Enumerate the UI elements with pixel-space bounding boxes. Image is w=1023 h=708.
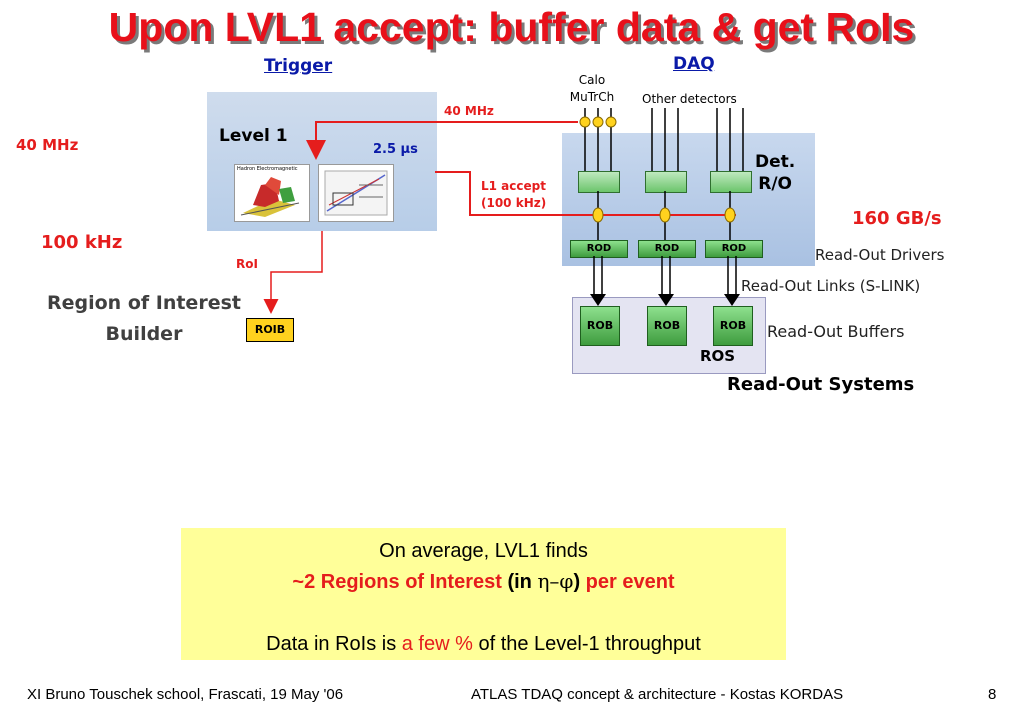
rate-100khz-label: 100 kHz bbox=[41, 232, 123, 253]
trigger-plot-picture bbox=[318, 164, 394, 222]
footer-center: ATLAS TDAQ concept & architecture - Kost… bbox=[471, 686, 844, 703]
note-in: (in bbox=[501, 571, 538, 593]
read-out-systems-label: Read-Out Systems bbox=[727, 374, 915, 395]
rob-box-1: ROB bbox=[580, 306, 620, 346]
calorimeter-picture: Hadron Electromagnetic bbox=[234, 164, 310, 222]
note-line1: On average, LVL1 finds bbox=[379, 540, 588, 562]
summary-note: On average, LVL1 finds ~2 Regions of Int… bbox=[181, 528, 786, 660]
det-ro-label: Det. R/O bbox=[755, 151, 795, 195]
trigger-header: Trigger bbox=[264, 56, 333, 76]
note-eta-phi: η–φ bbox=[537, 569, 574, 593]
level1-box: Level 1 2.5 μs Hadron Electromagnetic bbox=[207, 92, 437, 231]
ros-label: ROS bbox=[700, 347, 736, 365]
read-out-drivers-label: Read-Out Drivers bbox=[815, 246, 945, 264]
l1-accept-label-line1: L1 accept bbox=[481, 179, 546, 193]
rod-box-2: ROD bbox=[638, 240, 696, 258]
other-detectors-label: Other detectors bbox=[642, 92, 737, 106]
latency-label: 2.5 μs bbox=[373, 142, 418, 157]
page-number: 8 bbox=[988, 686, 997, 703]
link-40mhz-label: 40 MHz bbox=[444, 104, 494, 118]
rob-box-2: ROB bbox=[647, 306, 687, 346]
link-roi bbox=[263, 231, 323, 314]
frontend-box-2 bbox=[645, 171, 687, 193]
calo-mutrch-label: Calo MuTrCh bbox=[569, 72, 615, 106]
note-few-percent: a few % bbox=[401, 633, 473, 655]
calo-label: Calo bbox=[578, 73, 606, 87]
link-40mhz bbox=[306, 121, 578, 160]
note-throughput: of the Level-1 throughput bbox=[472, 633, 701, 655]
rod-box-1: ROD bbox=[570, 240, 628, 258]
roi-builder-line2: Builder bbox=[105, 323, 183, 345]
note-line3: Data in RoIs is a few % of the Level-1 t… bbox=[181, 629, 786, 659]
daq-header: DAQ bbox=[673, 54, 715, 74]
roi-label: RoI bbox=[236, 257, 258, 271]
calorimeter-picture-caption: Hadron Electromagnetic bbox=[237, 166, 298, 172]
roi-builder-line1: Region of Interest bbox=[47, 292, 241, 314]
roib-box: ROIB bbox=[246, 318, 294, 342]
det-ro-label-line2: R/O bbox=[758, 174, 792, 194]
frontend-box-1 bbox=[578, 171, 620, 193]
rob-box-3: ROB bbox=[713, 306, 753, 346]
read-out-buffers-label: Read-Out Buffers bbox=[767, 322, 905, 341]
frontend-box-3 bbox=[710, 171, 752, 193]
readout-link-arrows bbox=[590, 256, 740, 306]
tap-circles bbox=[579, 116, 736, 223]
det-ro-label-line1: Det. bbox=[755, 152, 796, 172]
trigger-plot-drawing bbox=[324, 170, 388, 216]
rate-40mhz-label: 40 MHz bbox=[16, 136, 79, 154]
read-out-links-label: Read-Out Links (S-LINK) bbox=[741, 277, 921, 295]
note-line2: ~2 Regions of Interest (in η–φ) per even… bbox=[181, 566, 786, 597]
l1-accept-label: L1 accept (100 kHz) bbox=[481, 178, 546, 212]
note-paren: ) bbox=[573, 571, 586, 593]
note-per-event: per event bbox=[585, 571, 675, 593]
level1-label: Level 1 bbox=[219, 126, 288, 146]
roi-builder-label: Region of Interest Builder bbox=[24, 288, 264, 350]
note-data-in-rois: Data in RoIs is bbox=[266, 633, 402, 655]
rod-box-3: ROD bbox=[705, 240, 763, 258]
l1-accept-label-line2: (100 kHz) bbox=[481, 196, 547, 210]
footer-left: XI Bruno Touschek school, Frascati, 19 M… bbox=[27, 686, 344, 703]
note-regions: ~2 Regions of Interest bbox=[292, 571, 502, 593]
bandwidth-label: 160 GB/s bbox=[852, 208, 942, 229]
slide-title: Upon LVL1 accept: buffer data & get RoIs bbox=[108, 4, 915, 50]
mutrch-label: MuTrCh bbox=[569, 90, 615, 104]
calorimeter-drawing bbox=[240, 177, 300, 217]
